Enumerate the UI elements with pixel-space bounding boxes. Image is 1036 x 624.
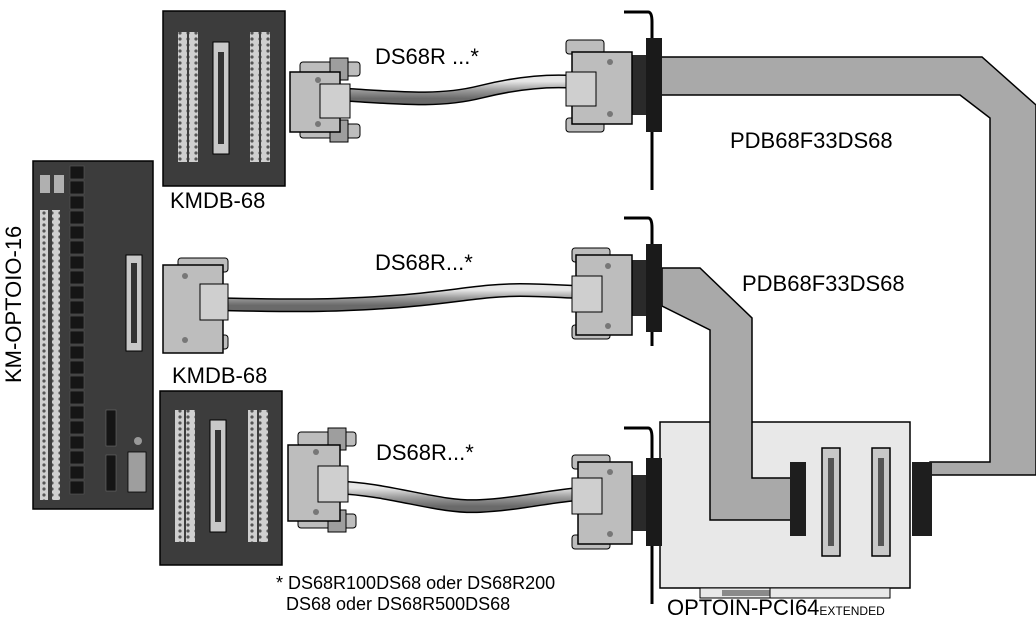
cable-ds68r-mid bbox=[162, 247, 633, 354]
slot-bracket-bot bbox=[624, 426, 662, 604]
kmdb-68-bottom-box bbox=[159, 390, 283, 566]
slot-bracket-top bbox=[624, 10, 662, 190]
optoio-label: KM-OPTOIO-16 bbox=[1, 225, 26, 383]
kmdb-68-top-box bbox=[162, 10, 286, 187]
ribbon-cable-mid bbox=[661, 267, 932, 536]
slot-bracket-mid bbox=[624, 216, 662, 346]
connector-plug-bot-right bbox=[571, 454, 633, 550]
card-connector-1 bbox=[821, 447, 841, 557]
kmdb-label-top: KMDB-68 bbox=[170, 188, 266, 213]
cable-label-bot: DS68R...* bbox=[376, 440, 474, 465]
cable-ds68r-bot bbox=[287, 427, 633, 550]
connector-plug-mid-right bbox=[571, 247, 633, 340]
connector-plug-mid-left bbox=[162, 257, 229, 354]
kmdb-label-mid: KMDB-68 bbox=[172, 363, 268, 388]
cable-ds68r-top bbox=[289, 39, 633, 143]
card-name: OPTOIN-PCI64 bbox=[667, 595, 820, 620]
card-label: OPTOIN-PCI64EXTENDED bbox=[667, 597, 885, 619]
pdb-label-top: PDB68F33DS68 bbox=[730, 128, 893, 153]
connector-plug-top-right bbox=[565, 39, 633, 133]
footnote: * DS68R100DS68 oder DS68R200 DS68 oder D… bbox=[276, 573, 555, 615]
pdb-label-mid: PDB68F33DS68 bbox=[742, 271, 905, 296]
footnote-line-1: * DS68R100DS68 oder DS68R200 bbox=[276, 573, 556, 593]
optoio-connector bbox=[125, 254, 143, 352]
cable-label-top: DS68R ...* bbox=[375, 44, 479, 69]
connector-plug-top-left bbox=[289, 57, 361, 143]
km-optoio-16-box bbox=[32, 160, 154, 510]
cable-label-mid: DS68R...* bbox=[375, 250, 473, 275]
connector-plug-bot-left bbox=[287, 427, 357, 533]
footnote-line-2: DS68 oder DS68R500DS68 bbox=[286, 594, 511, 614]
card-suffix: EXTENDED bbox=[819, 604, 885, 618]
card-connector-2 bbox=[871, 447, 891, 557]
